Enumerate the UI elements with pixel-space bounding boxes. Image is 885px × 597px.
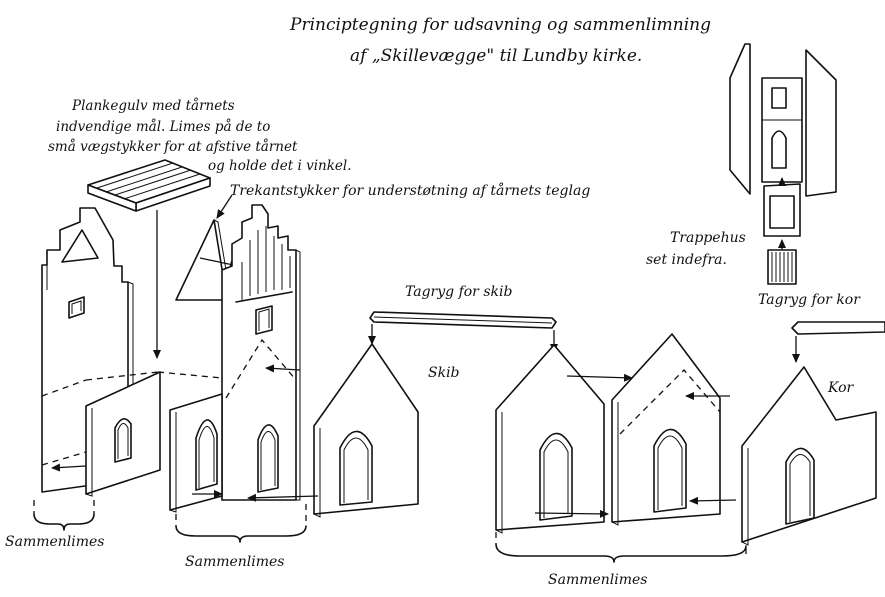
nave-bottom-arrow [534, 509, 609, 518]
tower-to-nave-arrow [265, 364, 301, 373]
title-line-2: af „Skillevægge" til Lundby kirke. [350, 46, 642, 66]
floor-note-line-2: indvendige mål. Limes på de to [56, 119, 270, 135]
floor-note-line-4: og holde det i vinkel. [208, 158, 352, 174]
floor-note-line-3: små vægstykker for at afstive tårnet [48, 139, 298, 155]
nave-west-gable [313, 343, 419, 518]
chancel-arch-gable [611, 333, 721, 526]
ridge-beam-chancel [791, 321, 885, 335]
triangles-pointer [216, 194, 233, 219]
plank-floor [87, 159, 211, 212]
floor-note-line-1: Plankegulv med tårnets [71, 98, 235, 114]
ridge-beam-nave [369, 311, 557, 329]
tower-east-gable [221, 204, 301, 501]
label-glue-3: Sammenlimes [548, 572, 648, 588]
chancel-roof-outline [619, 369, 721, 435]
label-chancel: Kor [827, 380, 855, 396]
stair-note-line-1: Trappehus [670, 230, 746, 246]
nave-west-arrow [247, 493, 319, 502]
floor-note: Plankegulv med tårnets indvendige mål. L… [48, 98, 352, 174]
title-line-1: Principtegning for udsavning og sammenli… [289, 15, 711, 35]
glue-bracket-3 [495, 532, 747, 563]
label-nave: Skib [428, 365, 460, 381]
label-ridge-nave: Tagryg for skib [405, 284, 512, 300]
label-glue-2: Sammenlimes [185, 554, 285, 570]
chancel-gable [741, 366, 877, 546]
tower-roof-outline [225, 338, 297, 399]
glue-bracket-2 [175, 504, 307, 543]
label-glue-1: Sammenlimes [5, 534, 105, 550]
floor-outline-dashed [41, 371, 223, 466]
tower-chamber-wall [169, 393, 223, 513]
small-wall-arrow [51, 463, 87, 472]
glue-bracket-1 [33, 500, 95, 531]
nave-inner-arrow [566, 373, 633, 382]
tower-small-wall [85, 371, 161, 497]
nave-inner-gable [495, 344, 605, 534]
stair-note-line-2: set indefra. [646, 252, 727, 268]
chancel-arrow-lower [689, 496, 737, 505]
stair-house [729, 43, 837, 285]
triangles-note: Trekantstykker for understøtning af tårn… [230, 182, 590, 199]
drawing-title: Principtegning for udsavning og sammenli… [289, 15, 711, 66]
label-ridge-chancel: Tagryg for kor [758, 292, 861, 308]
